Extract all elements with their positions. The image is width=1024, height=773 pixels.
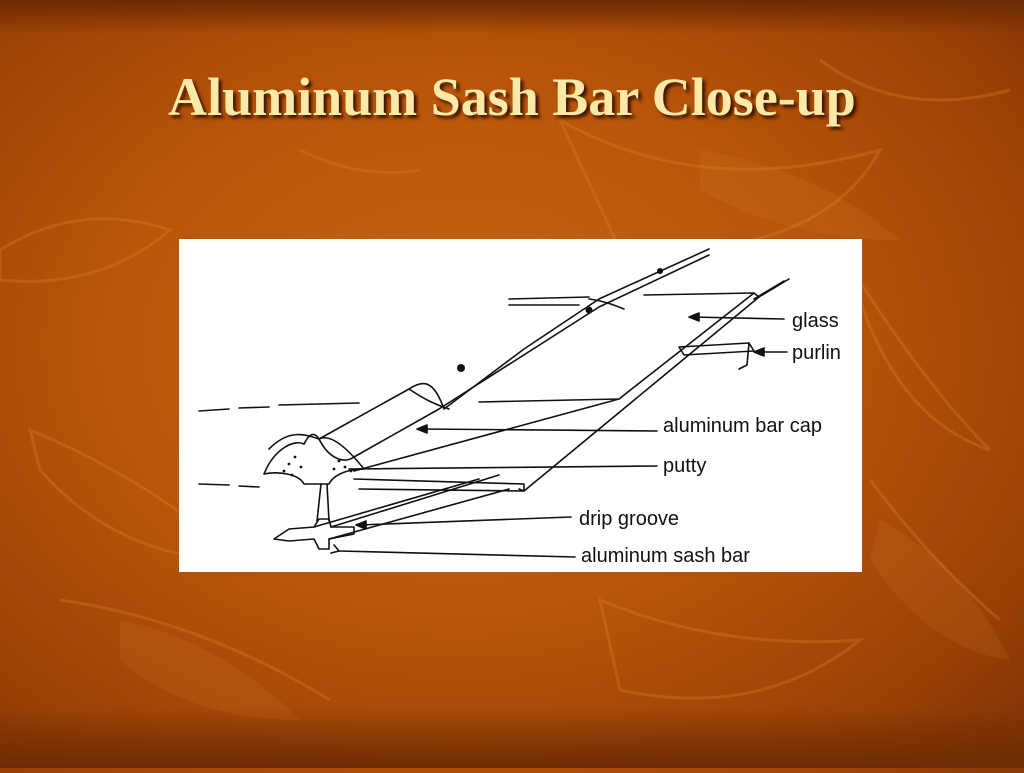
leaf-vein	[819, 58, 1011, 102]
leader-putty	[348, 465, 658, 470]
label-sash-bar: aluminum sash bar	[581, 545, 750, 567]
leaf-vein	[868, 479, 1001, 622]
dashed-guide-top	[198, 402, 360, 412]
leader-drip-groove	[358, 516, 572, 526]
purlin-rail-line	[508, 296, 590, 306]
arrow-bar-cap	[416, 424, 428, 434]
label-bar-cap: aluminum bar cap	[663, 415, 822, 437]
leader-glass	[691, 316, 785, 320]
arrow-drip-groove	[355, 520, 367, 530]
dashed-guide-bottom	[198, 483, 260, 488]
label-purlin: purlin	[792, 342, 841, 364]
sash-bar-profile	[273, 518, 355, 550]
putty-texture	[282, 455, 353, 477]
bar-cap-ridge	[318, 254, 710, 461]
leader-bar-cap	[420, 428, 658, 432]
leaf-shape	[838, 249, 992, 452]
glass-edge	[518, 292, 760, 492]
arrow-sash-bar	[330, 544, 340, 554]
cap-profile	[263, 433, 365, 485]
leader-sash-bar	[338, 550, 576, 558]
leaf-vein	[299, 148, 421, 174]
arrow-purlin	[753, 347, 765, 357]
slide-title: Aluminum Sash Bar Close-up	[168, 67, 856, 127]
bottom-shadow-band	[0, 708, 1024, 768]
purlin-lip	[738, 342, 750, 370]
glass-sheet-outline	[478, 292, 755, 403]
label-putty: putty	[663, 455, 706, 477]
sash-bar-length	[313, 474, 510, 540]
lower-glass-sheet	[353, 478, 525, 492]
leaf-shape	[120, 620, 300, 720]
leaf-shape	[597, 597, 865, 700]
bar-cap-joint-2	[588, 298, 625, 310]
diagram-drawing: glass purlin aluminum bar cap putty drip…	[198, 248, 841, 567]
sash-bar-diagram: glass purlin aluminum bar cap putty drip…	[179, 239, 862, 572]
arrow-glass	[688, 312, 700, 322]
leaf-vein	[59, 598, 331, 702]
purlin-block	[678, 342, 755, 356]
top-shadow-band	[0, 0, 1024, 34]
label-glass: glass	[792, 310, 839, 332]
bar-cap-joint-1	[408, 388, 450, 410]
cap-rivets	[457, 268, 663, 372]
leaf-shape	[870, 520, 1010, 660]
leaf-shape	[700, 150, 900, 240]
leaf-shape	[0, 217, 173, 283]
label-drip-groove: drip groove	[579, 508, 679, 530]
glass-far-edge	[753, 278, 790, 300]
bar-cap-outline-left	[268, 248, 710, 450]
cap-lower-edge	[353, 398, 620, 472]
sash-bar-web	[316, 483, 330, 522]
